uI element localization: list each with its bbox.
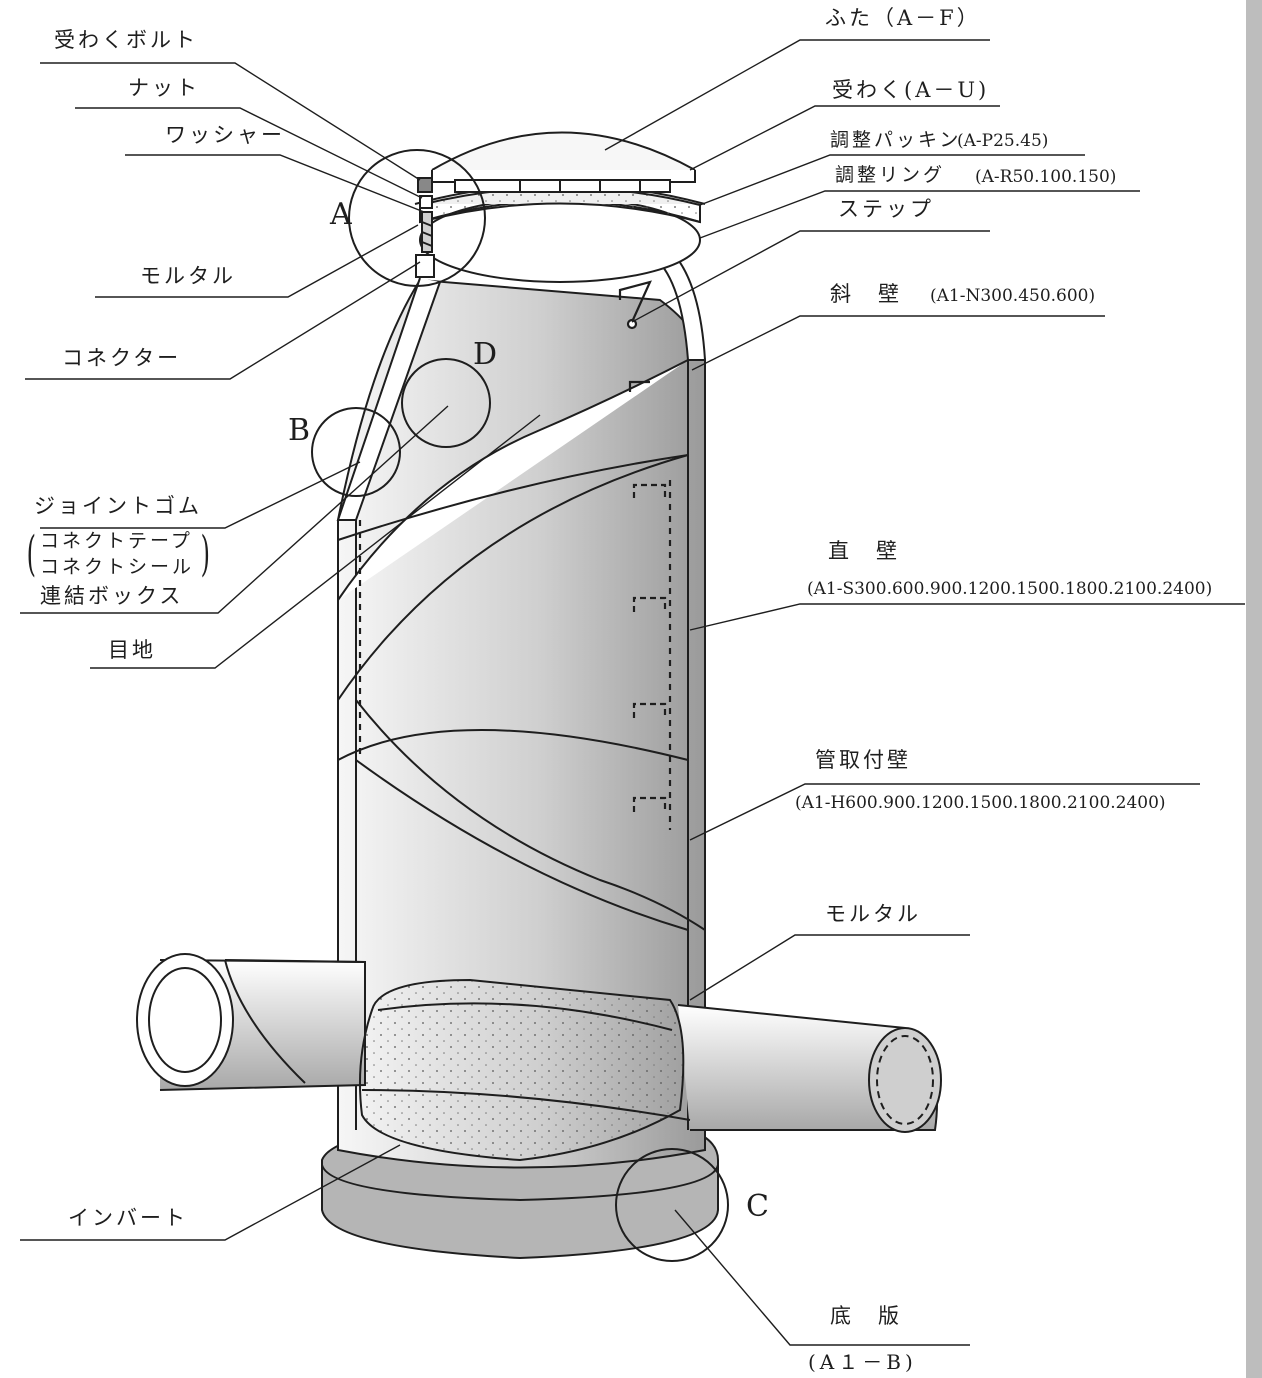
label-adj-packing-code: (A-P25.45) (957, 131, 1049, 151)
label-joint-rubber: ジョイントゴム (34, 494, 202, 518)
label-slope-wall: 斜 壁 (830, 282, 902, 306)
label-adj-packing: 調整パッキン (830, 129, 962, 151)
label-lid: ふた（A－F） (825, 6, 981, 30)
label-invert: インバート (68, 1206, 188, 1230)
ladder-steps (358, 280, 672, 830)
callout-letter-a: A (330, 197, 352, 232)
label-step: ステップ (838, 197, 934, 221)
label-nut: ナット (128, 76, 200, 100)
bracket-left: ( (26, 526, 37, 582)
label-adj-ring-code: (A-R50.100.150) (975, 167, 1117, 187)
label-connect-seal: コネクトシール (40, 556, 195, 578)
callout-circle-d (401, 358, 491, 448)
label-link-box: 連結ボックス (40, 584, 184, 608)
label-receiving-bolt: 受わくボルト (54, 28, 198, 52)
label-mortar-bottom: モルタル (825, 902, 921, 926)
callout-letter-d: D (473, 337, 498, 372)
callout-letter-c: C (746, 1189, 769, 1224)
label-joint: 目地 (108, 638, 156, 662)
inlet-pipe (136, 953, 366, 1091)
shaft-straight-wall (337, 278, 706, 1169)
callout-circle-c (615, 1148, 729, 1262)
page-edge-bar (1246, 0, 1262, 1378)
outlet-pipe (677, 1004, 942, 1133)
label-pipe-wall-code: (A1-H600.900.1200.1500.1800.2100.2400) (795, 793, 1166, 813)
bolt-detail (415, 177, 435, 278)
label-frame: 受わく(A－U) (832, 78, 990, 102)
callout-circle-b (311, 407, 401, 497)
invert (358, 978, 691, 1162)
label-slope-wall-code: (A1-N300.450.600) (930, 286, 1096, 306)
label-washer: ワッシャー (165, 123, 285, 147)
callout-letter-b: B (288, 413, 311, 448)
bracket-right: ) (200, 526, 211, 582)
leader-lines (20, 39, 1245, 1346)
label-mortar-top: モルタル (140, 264, 236, 288)
label-connect-tape: コネクトテープ (40, 530, 193, 552)
label-straight-wall-code: (A1-S300.600.900.1200.1500.1800.2100.240… (807, 579, 1213, 599)
callout-circle-a (348, 149, 486, 287)
manhole-lid (431, 131, 696, 193)
label-base-slab: 底 版 (830, 1304, 902, 1328)
label-pipe-wall: 管取付壁 (815, 748, 911, 772)
label-base-slab-code: (A１－B) (808, 1350, 917, 1374)
label-straight-wall: 直 壁 (828, 539, 900, 563)
label-adj-ring: 調整リング (835, 164, 946, 186)
label-connector: コネクター (62, 346, 182, 370)
